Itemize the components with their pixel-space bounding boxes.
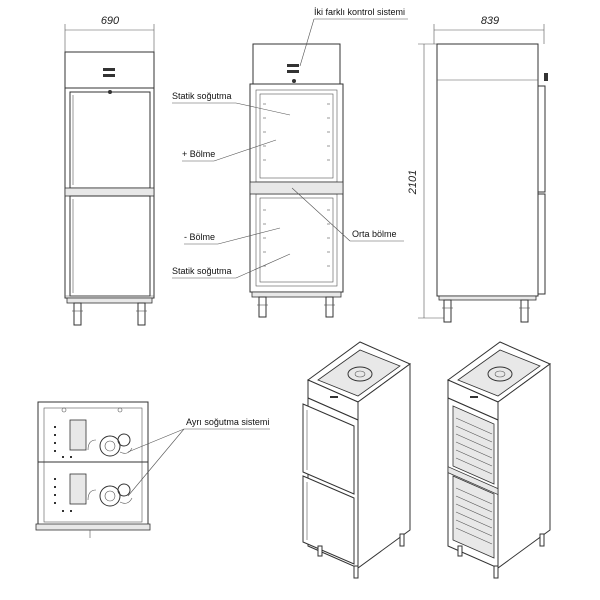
label-minus-compartment: - Bölme [184, 232, 215, 242]
front-view-closed: 690 [64, 15, 155, 326]
label-control-system: İki farklı kontrol sistemi [314, 7, 405, 17]
width-dimension: 690 [101, 15, 120, 27]
callouts-front: İki farklı kontrol sistemi Statik soğutm… [172, 7, 408, 279]
isometric-open [447, 341, 551, 579]
height-dimension: 2101 [407, 170, 419, 195]
rear-view [35, 401, 151, 538]
label-plus-compartment: + Bölme [182, 149, 215, 159]
callout-separate-cooling: Ayrı soğutma sistemi [127, 417, 270, 497]
side-view: 839 2101 [407, 15, 548, 323]
isometric-closed [302, 341, 411, 579]
label-middle-compartment: Orta bölme [352, 229, 397, 239]
front-view-open [249, 43, 344, 318]
depth-dimension: 839 [481, 15, 499, 27]
label-static-cooling-bottom: Statik soğutma [172, 266, 232, 276]
label-static-cooling-top: Statik soğutma [172, 91, 232, 101]
label-separate-cooling: Ayrı soğutma sistemi [186, 417, 269, 427]
